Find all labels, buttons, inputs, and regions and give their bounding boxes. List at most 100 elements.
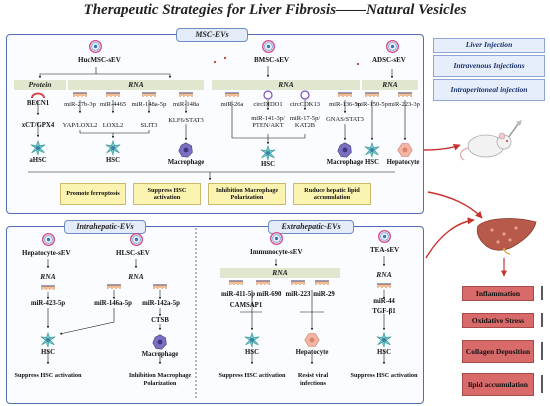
immuno-mir-c: miR-223 — [285, 291, 311, 298]
figure-title: Therapeutic Strategies for Liver Fibrosi… — [83, 2, 467, 18]
bm-macrophage-label: Macrophage — [326, 159, 364, 166]
adsc-sev-vesicle-icon — [386, 40, 399, 53]
mirna-icon — [314, 280, 330, 286]
circrna-icon — [263, 90, 273, 100]
mirna-icon — [106, 284, 122, 290]
bmsc-sev-vesicle-icon — [262, 40, 275, 53]
outcome-suppress-hsc: Suppress HSC activation — [133, 183, 201, 205]
immuno-mir-b: miR-690 — [256, 291, 282, 298]
mirna-icon — [178, 92, 194, 98]
tea-target: TGF-β1 — [372, 308, 396, 315]
intra-outcome-inhibit-macrophage: Inhibition Macrophage Polarization — [128, 372, 192, 387]
extrahepatic-evs-tag: Extrahepatic-EVs — [268, 220, 354, 234]
bm-rna-bar: RNA — [212, 80, 360, 90]
hsc-cell-icon — [40, 332, 56, 348]
panel-divider — [195, 228, 197, 400]
hepatocyte-mir: miR-423-5p — [30, 300, 66, 307]
hucmsc-sev-vesicle-icon — [89, 40, 102, 53]
hsc-cell-icon — [244, 332, 260, 348]
hsc-cell-icon — [260, 145, 276, 161]
bottom-evs-panel — [6, 226, 424, 404]
mirna-icon — [228, 280, 244, 286]
mirna-icon — [255, 280, 271, 286]
effect-lipid-accumulation: lipid accumulation — [462, 373, 534, 396]
hlsc-sev-vesicle-icon — [130, 233, 143, 246]
tea-rna-bar: RNA — [376, 270, 392, 279]
extra-outcome-suppress-hsc: Suppress HSC activation — [218, 372, 286, 379]
immuno-mir-a: miR-411-5p — [221, 291, 255, 298]
hlsc-rna-bar: RNA — [128, 272, 144, 281]
effect-collagen-deposition: Collagen Deposition — [462, 340, 534, 363]
immuno-rna-bar: RNA — [220, 268, 340, 278]
mirna-icon — [105, 92, 121, 98]
adsc-hepatocyte-label: Hepatocyte — [386, 159, 420, 166]
bmsc-sev-label: BMSC-sEV — [254, 56, 290, 64]
becn1-label: BECN1 — [26, 100, 50, 107]
huc-rna-bar: RNA — [68, 80, 204, 90]
hepatocyte-sev-label: Hepatocyte-sEV — [22, 249, 71, 257]
becn1-protein-icon — [31, 92, 45, 99]
protein-bar: Protein — [14, 80, 66, 90]
macrophage-cell-icon — [152, 334, 168, 350]
bm-target-3: miR-17-5p/ KAT2B — [289, 115, 321, 129]
huc-target-3: SLIT3 — [140, 122, 158, 129]
outcome-promote-ferroptosis: Promote ferroptosis — [60, 183, 126, 205]
mirna-icon — [72, 92, 88, 98]
route-intraperitoneal: Intraperitoneal injection — [433, 79, 545, 101]
hlsc-target: CTSB — [151, 317, 169, 324]
tea-hsc-label: HSC — [377, 349, 391, 356]
msc-evs-tag: MSC-EVs — [176, 28, 248, 42]
hepatocyte-sev-vesicle-icon — [42, 233, 55, 246]
huc-target-1: YAP/LOXL2 — [62, 122, 98, 129]
tea-mir: miR-44 — [373, 298, 395, 305]
macrophage-cell-icon — [337, 142, 353, 158]
hepatocyte-rna-bar: RNA — [40, 272, 56, 281]
mirna-icon — [40, 285, 56, 291]
bm-hsc-label: HSC — [261, 161, 275, 168]
effect-oxidative-stress: Oxidative Stress — [462, 313, 534, 328]
mirna-icon — [141, 92, 157, 98]
adsc-sev-label: ADSC-sEV — [372, 56, 406, 64]
hucmsc-sev-label: HucMSC-sEV — [78, 56, 121, 64]
outcome-inhibit-macrophage: Inhibition Macrophage Polarization — [208, 183, 286, 205]
extra-outcome-resist-viral: Resist viral infections — [297, 372, 329, 387]
huc-hsc-label: HSC — [106, 157, 120, 164]
bm-target-4: GNAS/STAT3 — [326, 116, 364, 123]
effect-inflammation: Inflammation — [462, 286, 534, 301]
ahsc-cell-icon — [30, 140, 46, 156]
immuno-hsc-label: HSC — [245, 349, 259, 356]
bm-mir-3: circCDK13 — [290, 101, 320, 108]
mirna-icon — [364, 92, 380, 98]
xct-gpx4-label: xCT/GPX4 — [21, 122, 55, 129]
tea-sev-label: TEA-sEV — [370, 246, 400, 254]
intrahepatic-evs-tag: Intrahepatic-EVs — [64, 220, 146, 234]
mirna-icon — [290, 280, 306, 286]
huc-target-2: LOXL2 — [102, 122, 124, 129]
hlsc-sev-label: HLSC-sEV — [116, 249, 150, 257]
mirna-icon — [376, 283, 392, 289]
tea-outcome-suppress-hsc: Suppress HSC activation — [350, 372, 418, 379]
bm-target-2: miR-141-3p/ PTEN/AKT — [251, 115, 285, 129]
hsc-cell-icon — [376, 332, 392, 348]
hlsc-mir-1: miR-146a-5p — [94, 300, 132, 307]
intra-outcome-suppress-hsc: Suppress HSC activation — [14, 372, 82, 379]
adsc-mir-2: miR-223-3p — [388, 101, 420, 108]
mirna-icon — [337, 92, 353, 98]
immuno-hepatocyte-label: Hepatocyte — [295, 349, 329, 356]
adsc-mir-1: miR-150-5p — [356, 101, 388, 108]
mirna-icon — [397, 92, 413, 98]
bm-mir-1: miR-26a — [220, 101, 244, 108]
liver-icon — [476, 218, 537, 255]
huc-mir-3: miR-148a-5p — [131, 101, 167, 108]
mirna-icon — [152, 284, 168, 290]
route-intravenous: Intravenous Injections — [433, 55, 545, 77]
bm-mir-2: circDIDO1 — [253, 101, 283, 108]
huc-mir-2: miR-4465 — [99, 101, 127, 108]
hsc-cell-icon — [105, 140, 121, 156]
hlsc-mir-2: miR-142a-5p — [142, 300, 180, 307]
ahsc-label: aHSC — [29, 157, 47, 164]
bm-mir-4: miR-136-5p — [329, 101, 361, 108]
huc-mir-1: miR-27b-3p — [64, 101, 96, 108]
outcome-reduce-lipid: Ruduce hepatic lipid accumulation — [293, 183, 371, 205]
immunocyte-sev-label: Immunocyte-sEV — [250, 248, 303, 256]
